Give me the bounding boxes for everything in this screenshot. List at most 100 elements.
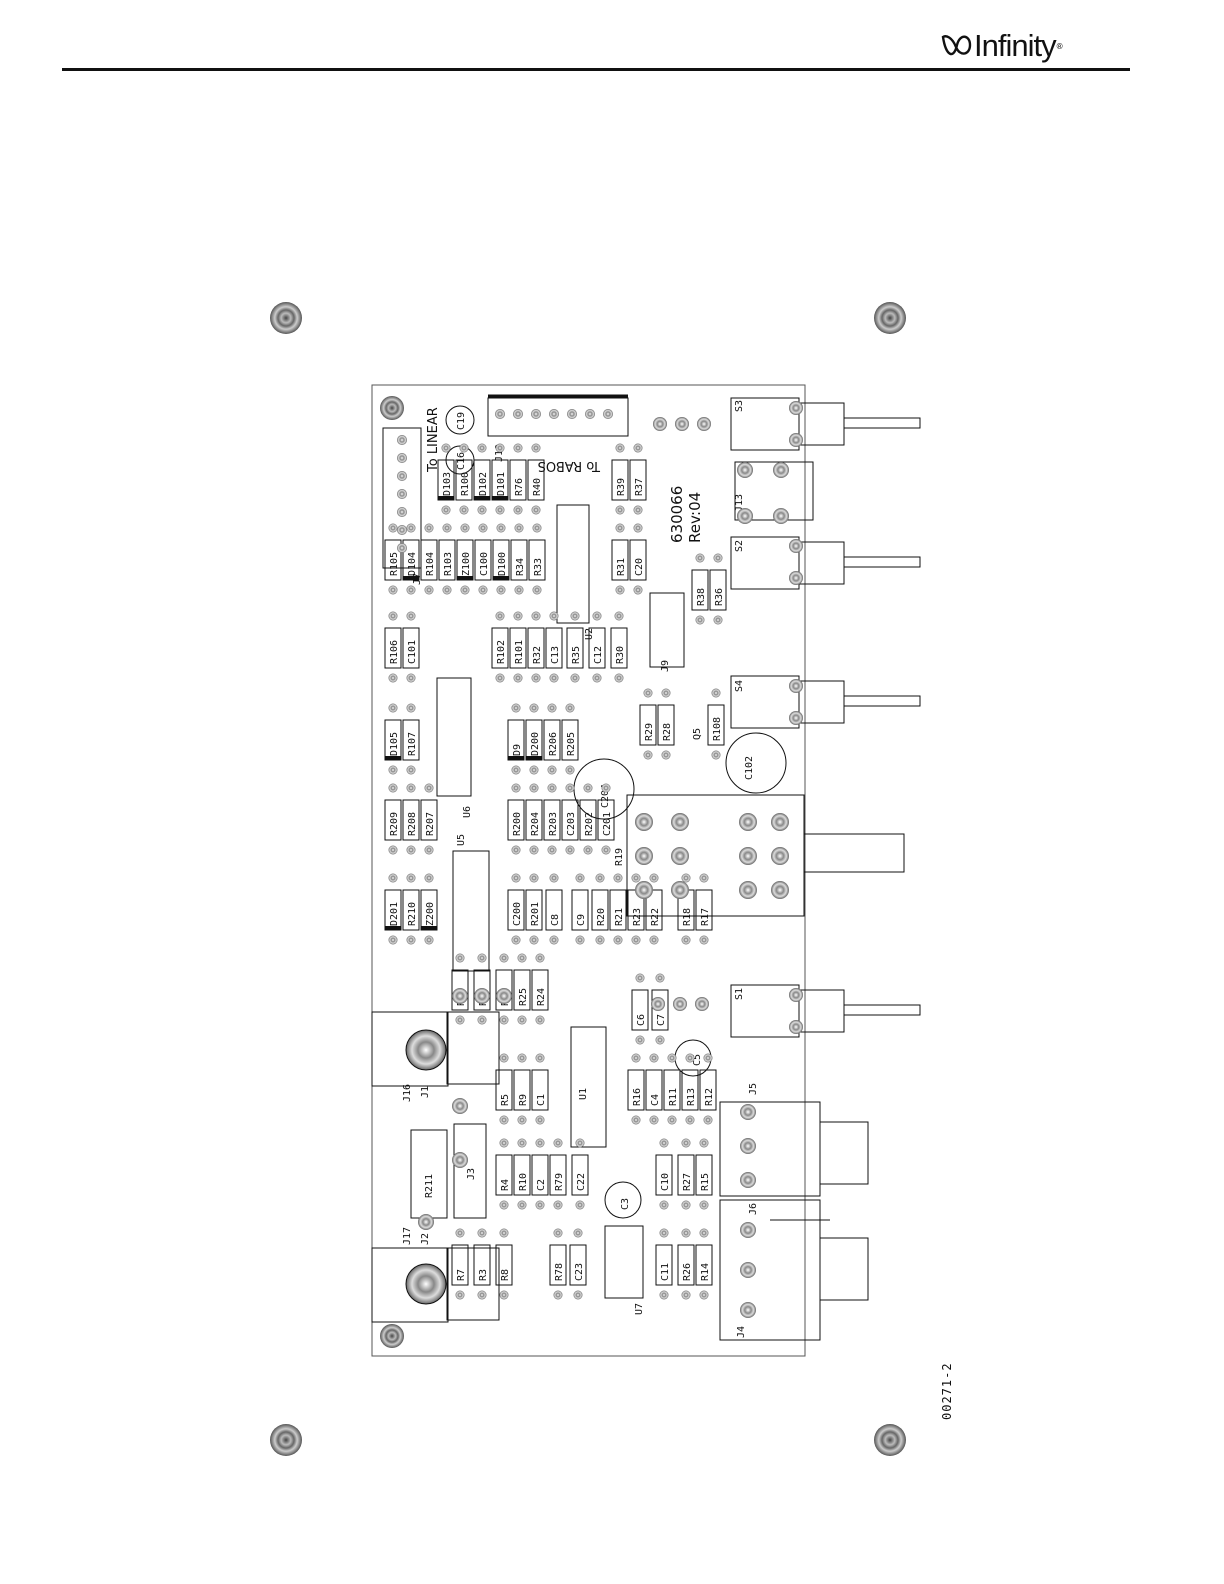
pad [671, 813, 689, 831]
pad [583, 845, 593, 855]
component-r24: R24 [531, 969, 549, 1011]
pad [615, 505, 625, 515]
pad [535, 1138, 545, 1148]
pad [681, 1228, 691, 1238]
jack-j13 [734, 461, 814, 521]
pad [517, 1200, 527, 1210]
pad [739, 847, 757, 865]
pad [495, 409, 505, 419]
label-j6: J6 [748, 1203, 759, 1215]
svg-text:R22: R22 [650, 908, 661, 926]
component-c20: C20 [629, 539, 647, 581]
svg-text:R209: R209 [389, 812, 400, 836]
pad [673, 997, 687, 1011]
label-j7: J7 [412, 573, 423, 585]
pad [477, 1015, 487, 1025]
svg-text:D9: D9 [512, 744, 523, 756]
mounting-hole [874, 1424, 906, 1456]
pad [771, 813, 789, 831]
board-part-number: 630066 [668, 486, 686, 543]
pad [635, 881, 653, 899]
pad [511, 873, 521, 883]
pad [496, 988, 512, 1004]
pad [517, 1053, 527, 1063]
component-d201: D201 [384, 889, 402, 931]
pad [511, 935, 521, 945]
pad [653, 417, 667, 431]
pad [615, 443, 625, 453]
svg-text:R10: R10 [518, 1173, 529, 1191]
label-q5: Q5 [692, 728, 703, 740]
component-d105: D105 [384, 719, 402, 761]
pad [388, 611, 398, 621]
pad [388, 673, 398, 683]
pad [567, 409, 577, 419]
component-r8: R8 [495, 1244, 513, 1286]
svg-text:R23: R23 [632, 908, 643, 926]
pad [681, 1138, 691, 1148]
pad [713, 553, 723, 563]
component-c8: C8 [545, 889, 563, 931]
infinity-logo: Infinity ® [940, 28, 1064, 64]
svg-text:R15: R15 [700, 1173, 711, 1191]
label-r19: R19 [614, 848, 625, 866]
switch-s4 [730, 675, 921, 729]
pad [553, 1290, 563, 1300]
pad [406, 673, 416, 683]
connector-j9 [649, 592, 685, 668]
switch-s3 [730, 397, 921, 451]
pad [499, 1200, 509, 1210]
svg-text:R206: R206 [548, 732, 559, 756]
component-r35: R35 [566, 627, 584, 669]
pad [655, 973, 665, 983]
pad [575, 1200, 585, 1210]
component-r36: R36 [709, 569, 727, 611]
svg-text:R4: R4 [500, 1179, 511, 1191]
label-u2: U2 [584, 628, 595, 640]
component-d101: D101 [491, 459, 509, 501]
svg-text:R3: R3 [478, 1269, 489, 1281]
label-s3: S3 [734, 400, 745, 412]
component-r25: R25 [513, 969, 531, 1011]
pad [635, 973, 645, 983]
pad [635, 1035, 645, 1045]
pad [635, 813, 653, 831]
component-r34: R34 [510, 539, 528, 581]
pad [614, 611, 624, 621]
component-r79: R79 [549, 1154, 567, 1196]
pad [661, 750, 671, 760]
pad [388, 585, 398, 595]
pad [499, 1290, 509, 1300]
component-c12: C12 [588, 627, 606, 669]
svg-text:R40: R40 [532, 478, 543, 496]
pad [513, 611, 523, 621]
svg-text:R201: R201 [530, 902, 541, 926]
svg-text:C101: C101 [407, 640, 418, 664]
pad [517, 1138, 527, 1148]
component-c11: C11 [655, 1244, 673, 1286]
pad [773, 508, 789, 524]
pad [499, 1015, 509, 1025]
figure-id: 00271-2 [940, 1362, 954, 1420]
switch-s1 [730, 984, 921, 1038]
pad [739, 881, 757, 899]
component-r21: R21 [609, 889, 627, 931]
pad [681, 873, 691, 883]
pad [592, 673, 602, 683]
pad [388, 845, 398, 855]
ic-u1 [570, 1026, 607, 1148]
svg-text:R27: R27 [682, 1173, 693, 1191]
svg-text:R204: R204 [530, 812, 541, 836]
component-r9: R9 [513, 1069, 531, 1111]
mounting-hole [270, 302, 302, 334]
pad [455, 1228, 465, 1238]
board-hole [380, 396, 404, 420]
pad [442, 585, 452, 595]
rca-jack-j4-j6 [719, 1199, 869, 1341]
component-r200: R200 [507, 799, 525, 841]
pad [789, 988, 803, 1002]
component-c22: C22 [571, 1154, 589, 1196]
pad [535, 1200, 545, 1210]
svg-text:R18: R18 [682, 908, 693, 926]
